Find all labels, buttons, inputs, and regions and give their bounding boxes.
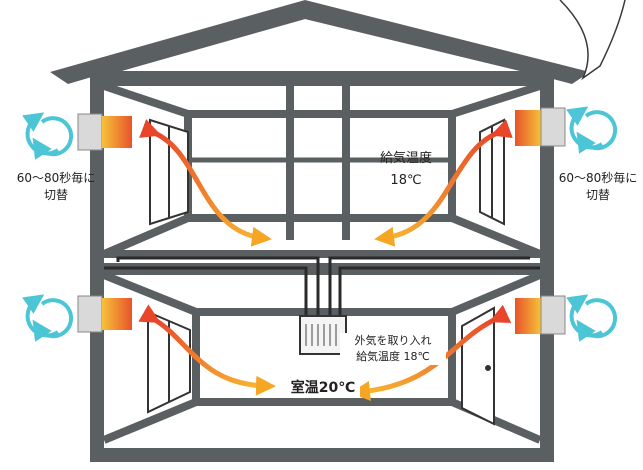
supply-temp-label: 給気温度 18℃ xyxy=(356,148,456,192)
supply-temp-title: 給気温度 xyxy=(379,151,432,166)
ventilation-unit-icon xyxy=(77,107,566,335)
house-frame xyxy=(90,72,554,462)
right-upper-switch-label: 60〜80秒毎に 切替 xyxy=(553,170,643,204)
intake-line-2: 給気温度 18℃ xyxy=(356,350,430,363)
roof xyxy=(50,0,626,84)
supply-temp-value: 18℃ xyxy=(390,173,422,188)
right-upper-switch-interval: 60〜80秒毎に xyxy=(558,171,638,185)
door-icon xyxy=(461,306,495,426)
intake-label: 外気を取り入れ 給気温度 18℃ xyxy=(340,333,446,365)
left-upper-switch-text: 切替 xyxy=(43,188,68,202)
right-upper-switch-text: 切替 xyxy=(585,188,610,202)
room-temp-value: 室温20℃ xyxy=(290,380,356,396)
intake-line-1: 外気を取り入れ xyxy=(354,334,432,347)
left-upper-switch-label: 60〜80秒毎に 切替 xyxy=(2,170,110,204)
left-upper-switch-interval: 60〜80秒毎に xyxy=(16,171,96,185)
rotation-cycle-icon xyxy=(22,106,618,342)
control-wiring xyxy=(104,256,540,318)
room-temp-label: 室温20℃ xyxy=(286,380,360,397)
